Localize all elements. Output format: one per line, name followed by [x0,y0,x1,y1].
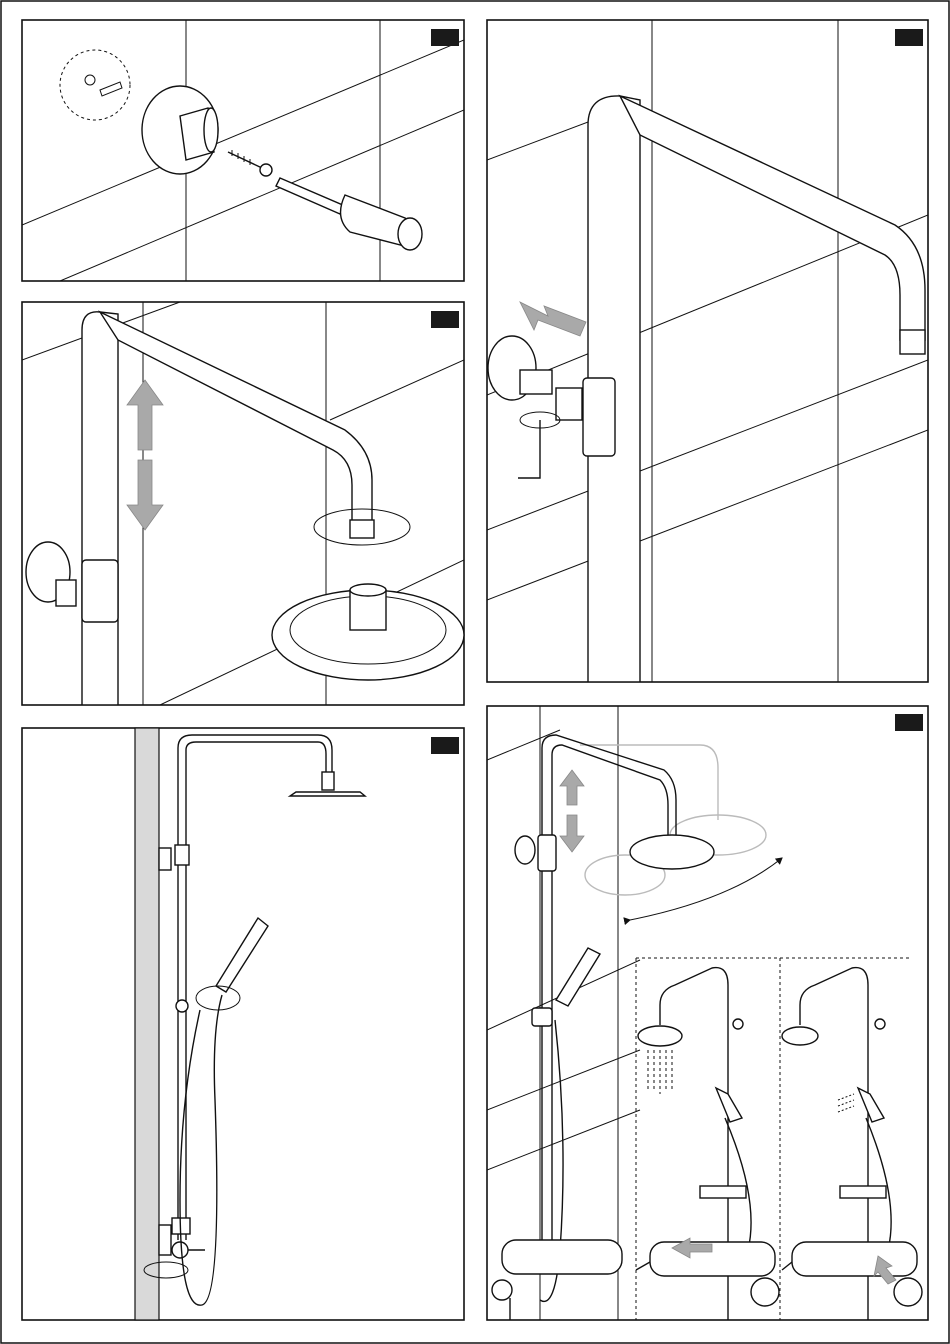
step-badge [431,737,459,754]
panel-2 [22,302,464,705]
step-badge [895,29,923,46]
wall-bracket [142,86,218,174]
mixer-valve [792,1242,917,1276]
shower-head [290,792,365,796]
step-badge [895,714,923,731]
panel-4 [22,728,464,1320]
mixer-valve [502,1240,622,1274]
panel-1 [22,20,464,281]
panel-3 [487,20,928,682]
step-badge [431,311,459,328]
panel-5 [487,706,928,1320]
shower-head [630,835,714,869]
step-badge [431,29,459,46]
wall-section [135,728,159,1320]
mixer-valve [650,1242,775,1276]
